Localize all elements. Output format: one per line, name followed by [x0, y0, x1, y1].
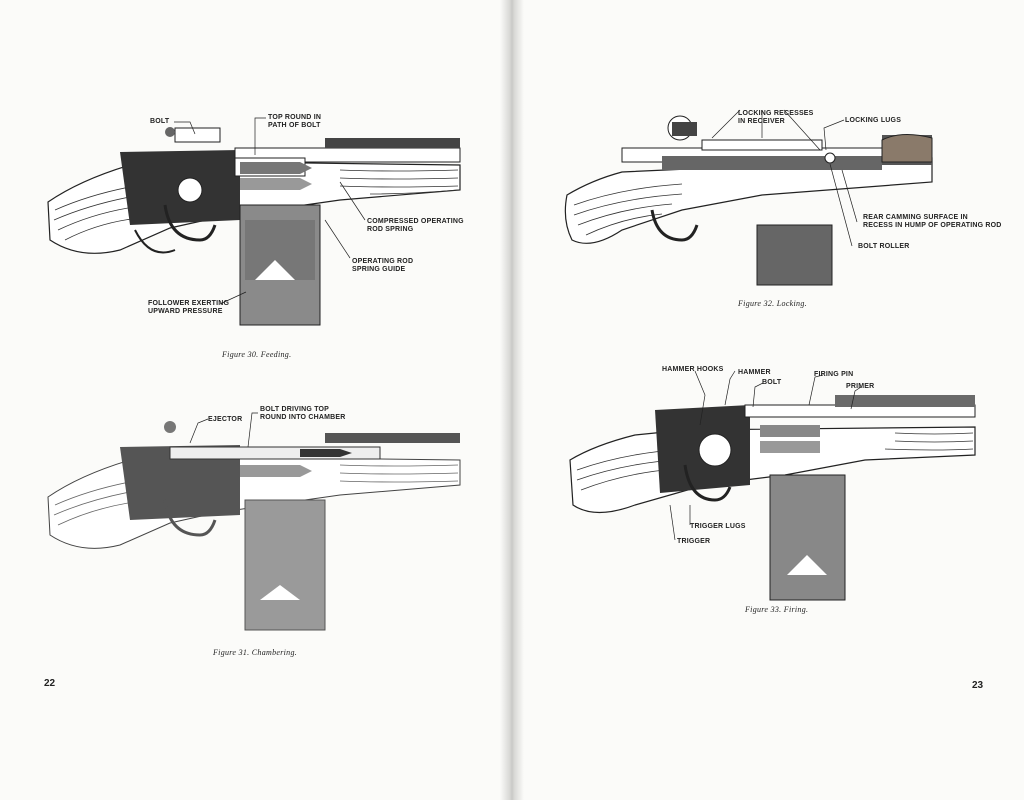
fig31-label-bolt-driving: BOLT DRIVING TOP ROUND INTO CHAMBER: [260, 406, 346, 421]
fig30-label-compressed-spring: COMPRESSED OPERATING ROD SPRING: [367, 218, 464, 233]
fig32-label-bolt-roller: BOLT ROLLER: [858, 243, 910, 250]
figure-31-caption: Figure 31. Chambering.: [213, 648, 298, 657]
figure-30-caption: Figure 30. Feeding.: [222, 350, 292, 359]
fig31-label-ejector: EJECTOR: [208, 416, 243, 423]
figure-31-illustration: [47, 412, 461, 631]
fig33-label-primer: PRIMER: [846, 383, 875, 390]
right-page-number: 23: [972, 680, 984, 691]
fig32-label-locking-lugs: LOCKING LUGS: [845, 117, 902, 124]
fig33-label-hammer-hooks: HAMMER HOOKS: [662, 366, 724, 373]
figure-30-illustration: [47, 117, 461, 326]
figure-32-caption: Figure 32. Locking.: [738, 299, 807, 308]
left-page-number: 22: [44, 678, 56, 689]
fig30-label-follower: FOLLOWER EXERTING UPWARD PRESSURE: [148, 300, 230, 315]
figure-32-illustration: [564, 109, 933, 286]
fig33-label-bolt: BOLT: [762, 379, 782, 386]
fig30-label-top-round: TOP ROUND IN PATH OF BOLT: [268, 114, 322, 129]
left-page: [0, 0, 508, 800]
fig33-label-trigger-lugs: TRIGGER LUGS: [690, 523, 746, 530]
fig32-label-rear-camming: REAR CAMMING SURFACE IN RECESS IN HUMP O…: [863, 214, 1002, 229]
fig33-label-firing-pin: FIRING PIN: [814, 371, 854, 378]
fig33-label-hammer: HAMMER: [738, 369, 771, 376]
figure-33-caption: Figure 33. Firing.: [745, 605, 809, 614]
fig32-label-locking-recesses: LOCKING RECESSES IN RECEIVER: [738, 110, 814, 125]
book-gutter: [500, 0, 524, 800]
fig30-label-bolt: BOLT: [150, 118, 170, 125]
fig30-label-rod-spring-guide: OPERATING ROD SPRING GUIDE: [352, 258, 414, 273]
fig33-label-trigger: TRIGGER: [677, 538, 711, 545]
figure-33-illustration: [569, 370, 976, 601]
